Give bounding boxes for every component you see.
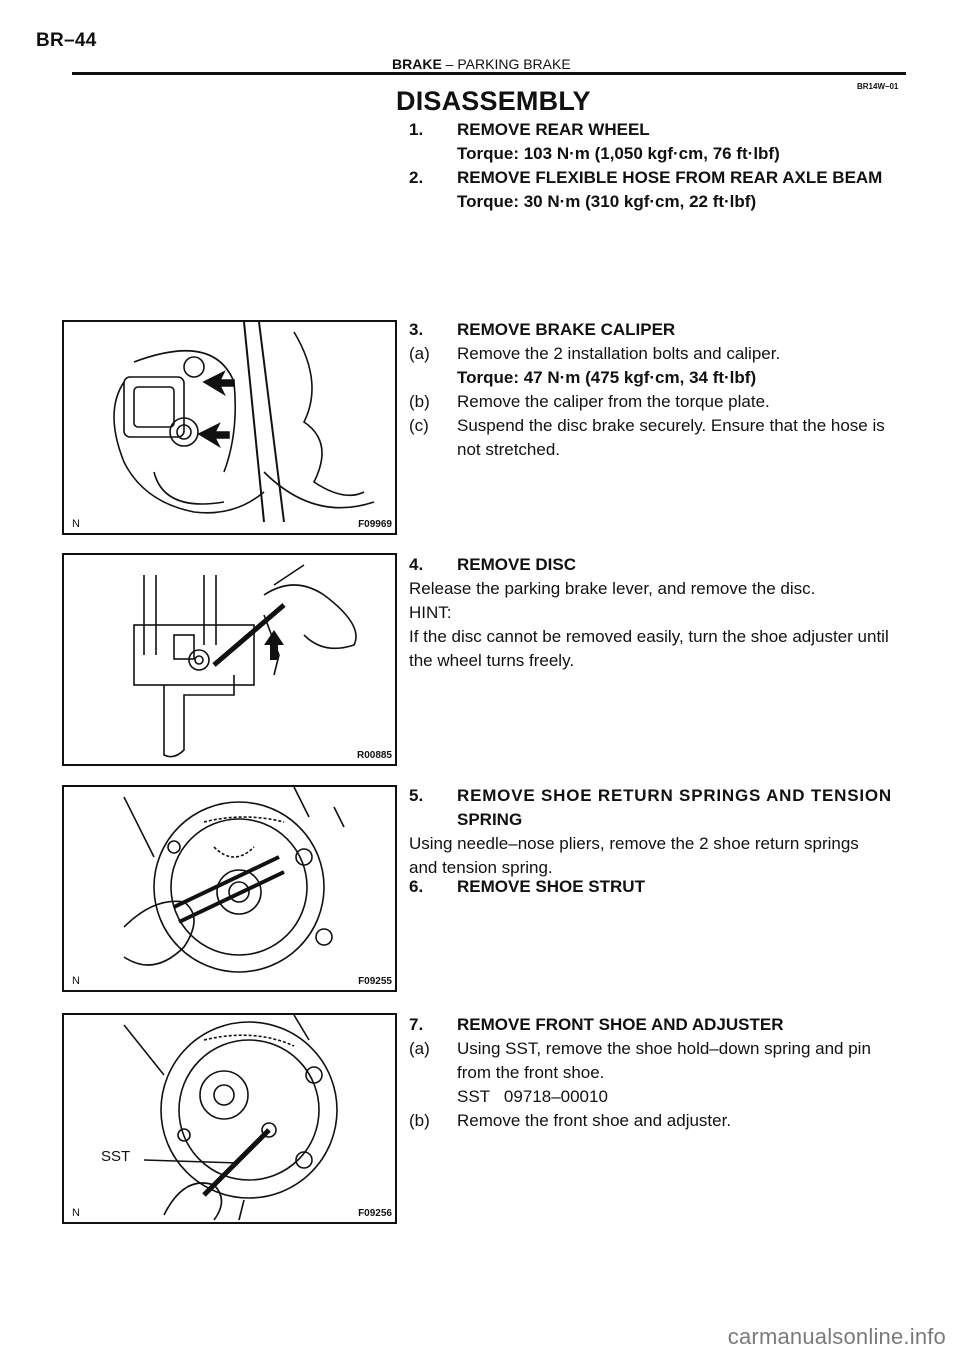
page-number: BR–44 (36, 30, 97, 51)
step-heading: REMOVE REAR WHEEL (457, 120, 650, 139)
page-title: DISASSEMBLY (396, 86, 591, 116)
step-heading: REMOVE FLEXIBLE HOSE FROM REAR AXLE BEAM (457, 168, 883, 187)
sst-number: SST 09718–00010 (457, 1087, 608, 1106)
substep-label: (a) (409, 344, 430, 363)
substep-text: from the front shoe. (457, 1063, 605, 1082)
substep-text: Using SST, remove the shoe hold–down spr… (457, 1039, 871, 1058)
step-number: 1. (409, 120, 424, 139)
step-heading: REMOVE BRAKE CALIPER (457, 320, 676, 339)
watermark-text: carmanualsonline.info (727, 1324, 946, 1349)
section-header: BRAKE – PARKING BRAKE (392, 56, 571, 72)
figure-front-shoe-sst: SST N F09256 (62, 1013, 397, 1224)
step-heading: REMOVE FRONT SHOE AND ADJUSTER (457, 1015, 784, 1034)
disc-illustration (133, 564, 357, 758)
figure-disc-removal: R00885 (62, 553, 397, 766)
step-body: Using needle–nose pliers, remove the 2 s… (409, 834, 859, 853)
substep-label: (a) (409, 1039, 430, 1058)
subsection-name: PARKING BRAKE (457, 56, 571, 72)
step-number: 7. (409, 1015, 424, 1034)
step-heading: REMOVE SHOE STRUT (457, 877, 645, 896)
header-rule (72, 72, 906, 75)
figure-corner-mark: N (72, 975, 80, 987)
hint-text: If the disc cannot be removed easily, tu… (409, 627, 889, 646)
hint-text: the wheel turns freely. (409, 651, 575, 670)
figure-return-springs: N F09255 (62, 785, 397, 992)
section-dash: – (445, 56, 454, 72)
step-number: 2. (409, 168, 424, 187)
torque-spec: Torque: 103 N·m (1,050 kgf·cm, 76 ft·lbf… (457, 144, 780, 163)
figure-corner-mark: N (72, 518, 80, 530)
springs-illustration (123, 787, 345, 973)
hint-label: HINT: (409, 603, 452, 622)
figure-code: F09256 (358, 1208, 392, 1219)
substep-text: Remove the 2 installation bolts and cali… (457, 344, 781, 363)
step-body: and tension spring. (409, 858, 553, 877)
document-code: BR14W–01 (857, 82, 899, 91)
figure-brake-caliper: N F09969 (62, 320, 397, 535)
substep-text: Remove the caliper from the torque plate… (457, 392, 770, 411)
substep-text: not stretched. (457, 440, 561, 459)
substep-label: (b) (409, 392, 430, 411)
figure-code: F09255 (358, 976, 392, 987)
figure-code: R00885 (356, 750, 392, 761)
step-body: Release the parking brake lever, and rem… (409, 579, 816, 598)
torque-spec: Torque: 47 N·m (475 kgf·cm, 34 ft·lbf) (457, 368, 757, 387)
substep-label: (c) (409, 416, 429, 435)
step-heading: REMOVE DISC (457, 555, 577, 574)
caliper-illustration (113, 322, 375, 523)
sst-callout: SST (101, 1148, 131, 1165)
step-heading: REMOVE SHOE RETURN SPRINGS AND TENSION (457, 786, 892, 805)
section-name: BRAKE (392, 56, 442, 72)
torque-spec: Torque: 30 N·m (310 kgf·cm, 22 ft·lbf) (457, 192, 757, 211)
step-number: 5. (409, 786, 424, 805)
substep-label: (b) (409, 1111, 430, 1130)
step-number: 3. (409, 320, 424, 339)
figure-code: F09969 (358, 519, 392, 530)
sst-illustration (123, 1015, 338, 1221)
step-number: 4. (409, 555, 424, 574)
figure-corner-mark: N (72, 1207, 80, 1219)
step-heading: SPRING (457, 810, 523, 829)
step-number: 6. (409, 877, 424, 896)
substep-text: Suspend the disc brake securely. Ensure … (457, 416, 885, 435)
substep-text: Remove the front shoe and adjuster. (457, 1111, 732, 1130)
